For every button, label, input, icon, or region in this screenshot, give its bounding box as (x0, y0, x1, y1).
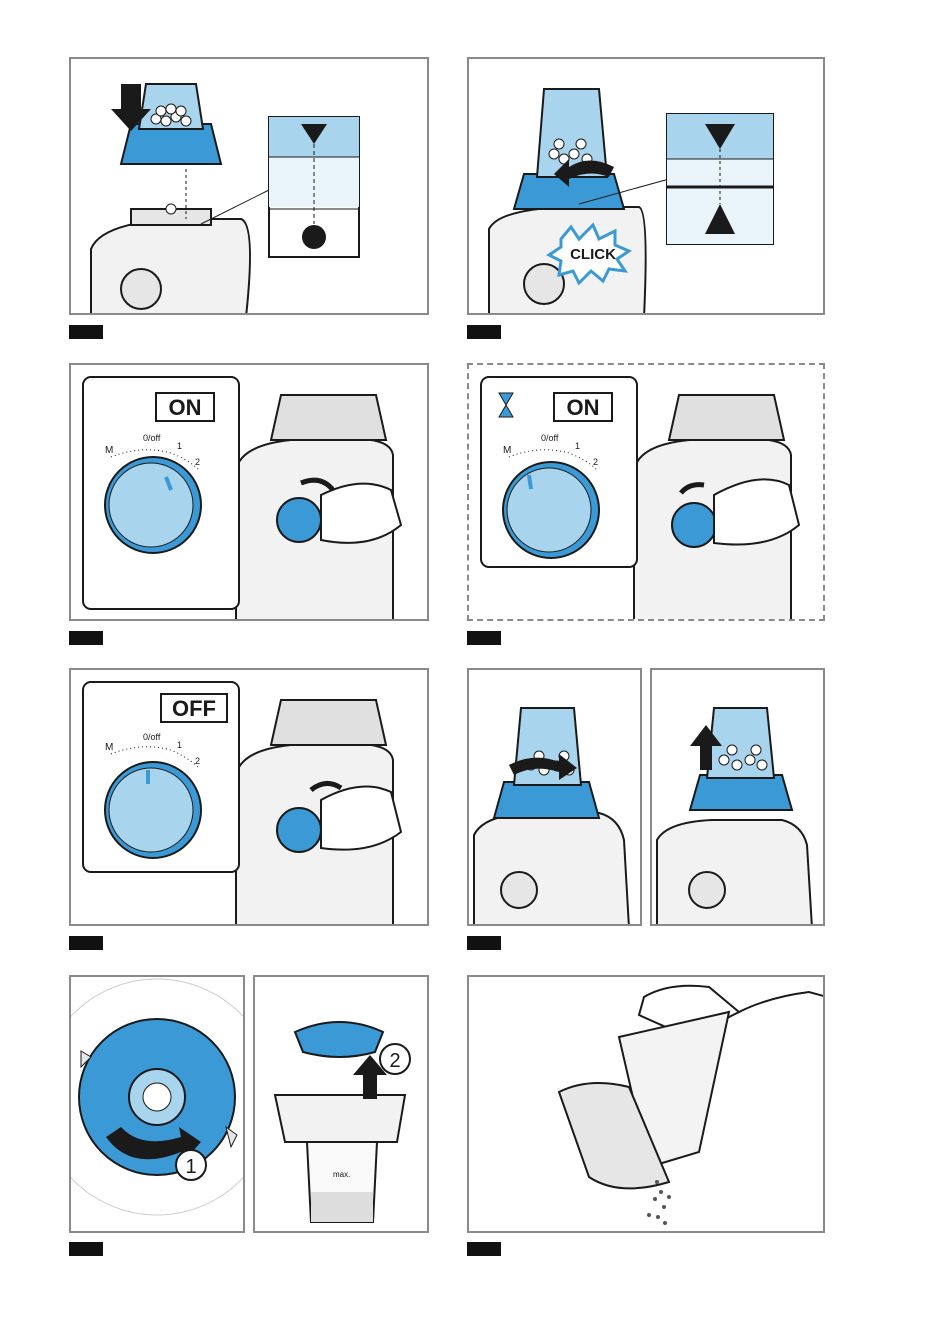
dial-label-2-2: 2 (593, 457, 598, 467)
panel-turn-on-timer: ON M 0/off 1 2 (467, 363, 825, 621)
panel-turn-off: OFF M 0/off 1 2 (69, 668, 429, 926)
panel-unscrew-blade: 1 (69, 975, 245, 1233)
dial-label-m-3: M (105, 742, 113, 753)
dial-label-2: 2 (195, 457, 200, 467)
panel-turn-on: ON M 0/off 1 2 (69, 363, 429, 621)
panel-lift-blade: max. 2 (253, 975, 429, 1233)
dial-label-off-2: 0/off (541, 433, 559, 443)
panel-unlock-grinder (467, 668, 642, 926)
on-badge-2: ON (567, 395, 600, 420)
dial-label-1-3: 1 (177, 740, 182, 750)
click-badge: CLICK (570, 246, 616, 263)
step-label-1 (69, 325, 103, 339)
step-marker-2: 2 (389, 1050, 400, 1072)
max-label: max. (333, 1170, 350, 1179)
step-label-2 (467, 325, 501, 339)
step-label-8 (467, 1242, 501, 1256)
dial-label-off: 0/off (143, 433, 161, 443)
off-badge: OFF (172, 696, 216, 721)
dial-label-m: M (105, 445, 113, 456)
dial-label-off-3: 0/off (143, 732, 161, 742)
step-label-7 (69, 1242, 103, 1256)
step-label-4 (467, 631, 501, 645)
panel-rotate-click: CLICK (467, 57, 825, 315)
step-label-5 (69, 936, 103, 950)
dial-label-m-2: M (503, 445, 511, 456)
step-label-6 (467, 936, 501, 950)
panel-attach-grinder (69, 57, 429, 315)
dial-label-1: 1 (177, 441, 182, 451)
dial-label-2-3: 2 (195, 756, 200, 766)
panel-pour-out (467, 975, 825, 1233)
on-badge-1: ON (169, 395, 202, 420)
panel-remove-grinder (650, 668, 825, 926)
step-marker-1: 1 (185, 1156, 196, 1178)
step-label-3 (69, 631, 103, 645)
dial-label-1-2: 1 (575, 441, 580, 451)
